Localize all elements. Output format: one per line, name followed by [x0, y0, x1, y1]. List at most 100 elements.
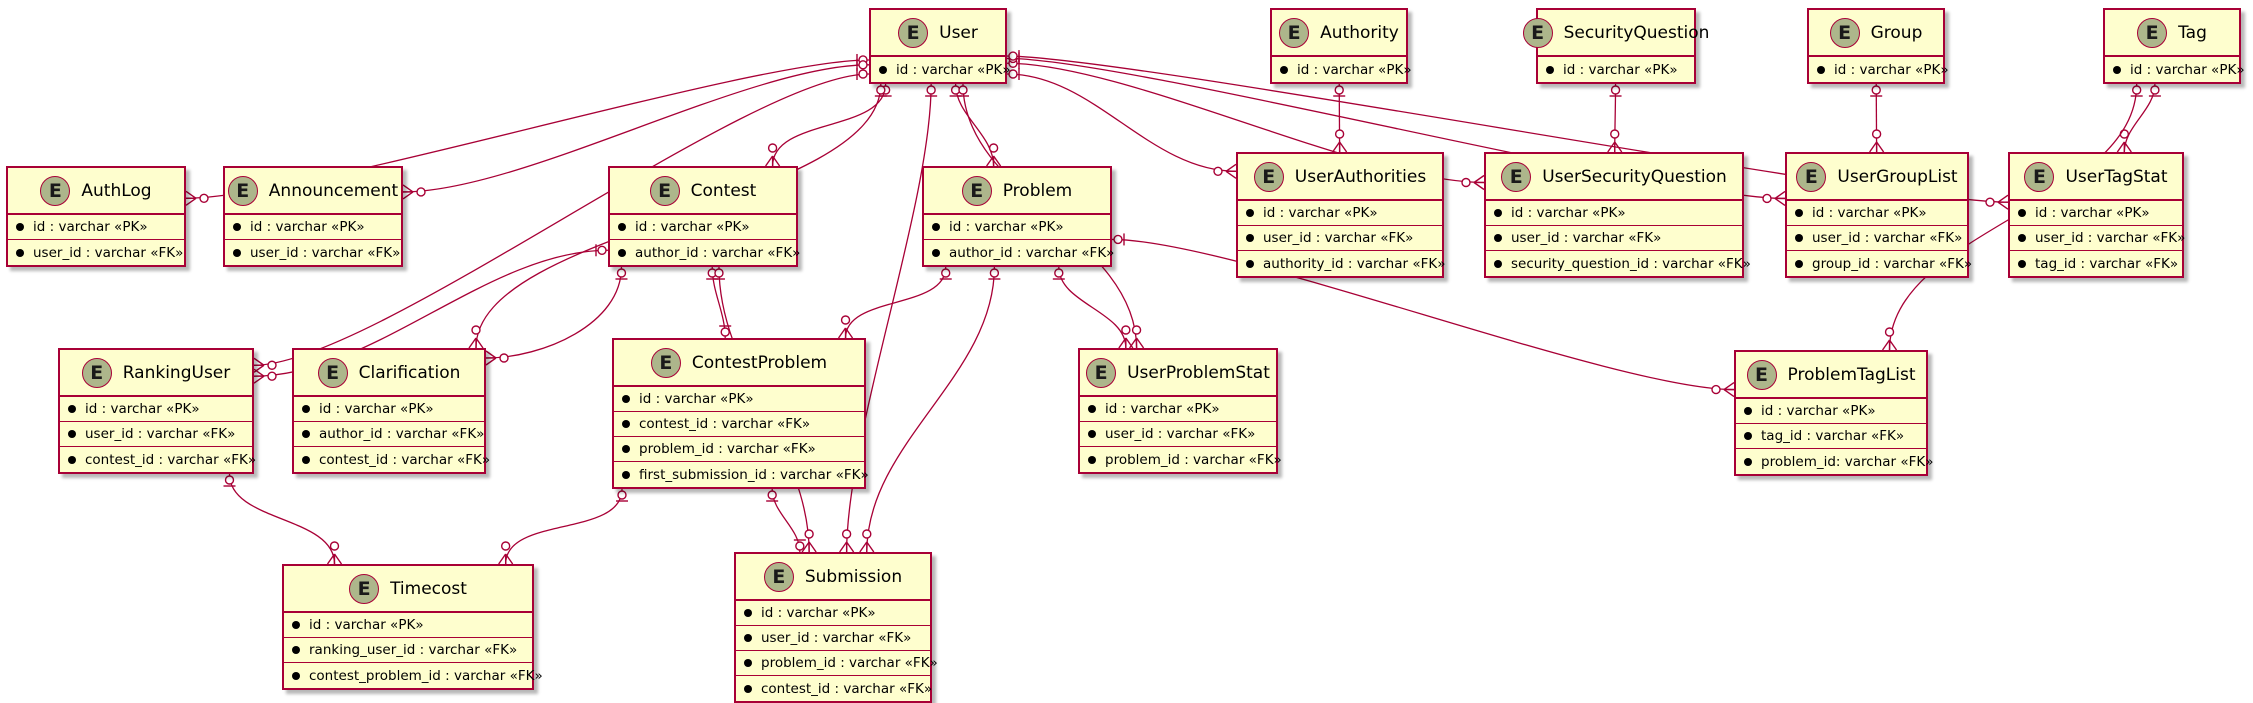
relationship-contest-problem-submission	[766, 488, 806, 553]
entity-header: E Clarification	[294, 350, 484, 397]
entity-icon: E	[81, 357, 112, 388]
entity-field: tag_id : varchar «FK»	[2010, 251, 2182, 276]
key-icon	[932, 248, 940, 257]
key-icon	[68, 430, 76, 438]
entity-name: Announcement	[268, 180, 399, 201]
entity-icon: E	[317, 357, 348, 388]
entity-icon: E	[1522, 17, 1553, 48]
key-icon	[744, 634, 752, 642]
entity-field: contest_id : varchar «FK»	[60, 447, 256, 472]
entity-field: problem_id : varchar «FK»	[614, 437, 864, 462]
key-icon	[744, 609, 752, 617]
entity-icon: E	[898, 17, 929, 48]
entity-field: user_id : varchar «FK»	[1787, 226, 1967, 251]
entity-name: UserSecurityQuestion	[1542, 166, 1727, 187]
entity-name: RankingUser	[122, 362, 231, 383]
key-icon	[618, 248, 626, 257]
key-icon	[233, 223, 241, 231]
key-icon	[1246, 234, 1254, 242]
entity-name: Submission	[804, 566, 903, 587]
key-icon	[302, 430, 310, 438]
entity-name: Group	[1870, 22, 1923, 43]
entity-field: problem_id : varchar «FK»	[1080, 447, 1282, 472]
entity-field: authority_id : varchar «FK»	[1238, 251, 1445, 276]
relationship-user-user-authorities	[1006, 68, 1237, 179]
relationship-contest-clarification	[485, 266, 628, 366]
key-icon	[1546, 65, 1554, 74]
entity-name: ProblemTagList	[1787, 364, 1916, 385]
entity-field: id : varchar «PK»	[2010, 201, 2182, 226]
relationship-security-question-user-security-question	[1607, 83, 1623, 153]
entity-field: contest_id : varchar «FK»	[614, 412, 864, 437]
key-icon	[68, 405, 76, 413]
entity-field: id : varchar «PK»	[294, 397, 484, 422]
key-icon	[2018, 259, 2026, 268]
entity-field: id : varchar «PK»	[1080, 397, 1276, 422]
entity-name: Authority	[1320, 22, 1399, 43]
relationship-tag-user-tag-stat	[2116, 83, 2161, 153]
entity-icon: E	[650, 347, 681, 378]
key-icon	[1795, 234, 1803, 242]
relationship-contest-problem-timecost	[498, 488, 628, 565]
entity-field: contest_id : varchar «FK»	[294, 447, 490, 472]
entity-name: UserTagStat	[2065, 166, 2168, 187]
entity-field: id : varchar «PK»	[2105, 57, 2245, 82]
entity-field: id : varchar «PK»	[1538, 57, 1694, 82]
key-icon	[292, 621, 300, 629]
entity-icon: E	[1796, 161, 1827, 192]
key-icon	[2018, 209, 2026, 217]
entity-icon: E	[227, 175, 258, 206]
entity-field: id : varchar «PK»	[614, 387, 864, 412]
key-icon	[2113, 65, 2121, 74]
entity-field: user_id : varchar «FK»	[1238, 226, 1442, 251]
key-icon	[16, 248, 24, 257]
entity-icon: E	[1501, 161, 1532, 192]
entity-field: security_question_id : varchar «FK»	[1486, 251, 1751, 276]
key-icon	[622, 470, 630, 479]
entity-field: id : varchar «PK»	[1787, 201, 1967, 226]
relationship-user-announcement	[402, 58, 870, 200]
key-icon	[622, 445, 630, 453]
entity-field: user_id : varchar «FK»	[736, 626, 930, 651]
entity-name: Problem	[1002, 180, 1073, 201]
key-icon	[1494, 209, 1502, 217]
key-icon	[233, 248, 241, 257]
entity-field: id : varchar «PK»	[924, 215, 1110, 240]
entity-icon: E	[1086, 357, 1117, 388]
entity-name: Clarification	[358, 362, 461, 383]
key-icon	[2018, 234, 2026, 242]
entity-field: id : varchar «PK»	[1809, 57, 1949, 82]
relationship-problem-user-problem-stat	[1052, 266, 1134, 349]
entity-field: id : varchar «PK»	[1736, 399, 1926, 424]
entity-field: id : varchar «PK»	[1486, 201, 1742, 226]
key-icon	[292, 671, 300, 680]
